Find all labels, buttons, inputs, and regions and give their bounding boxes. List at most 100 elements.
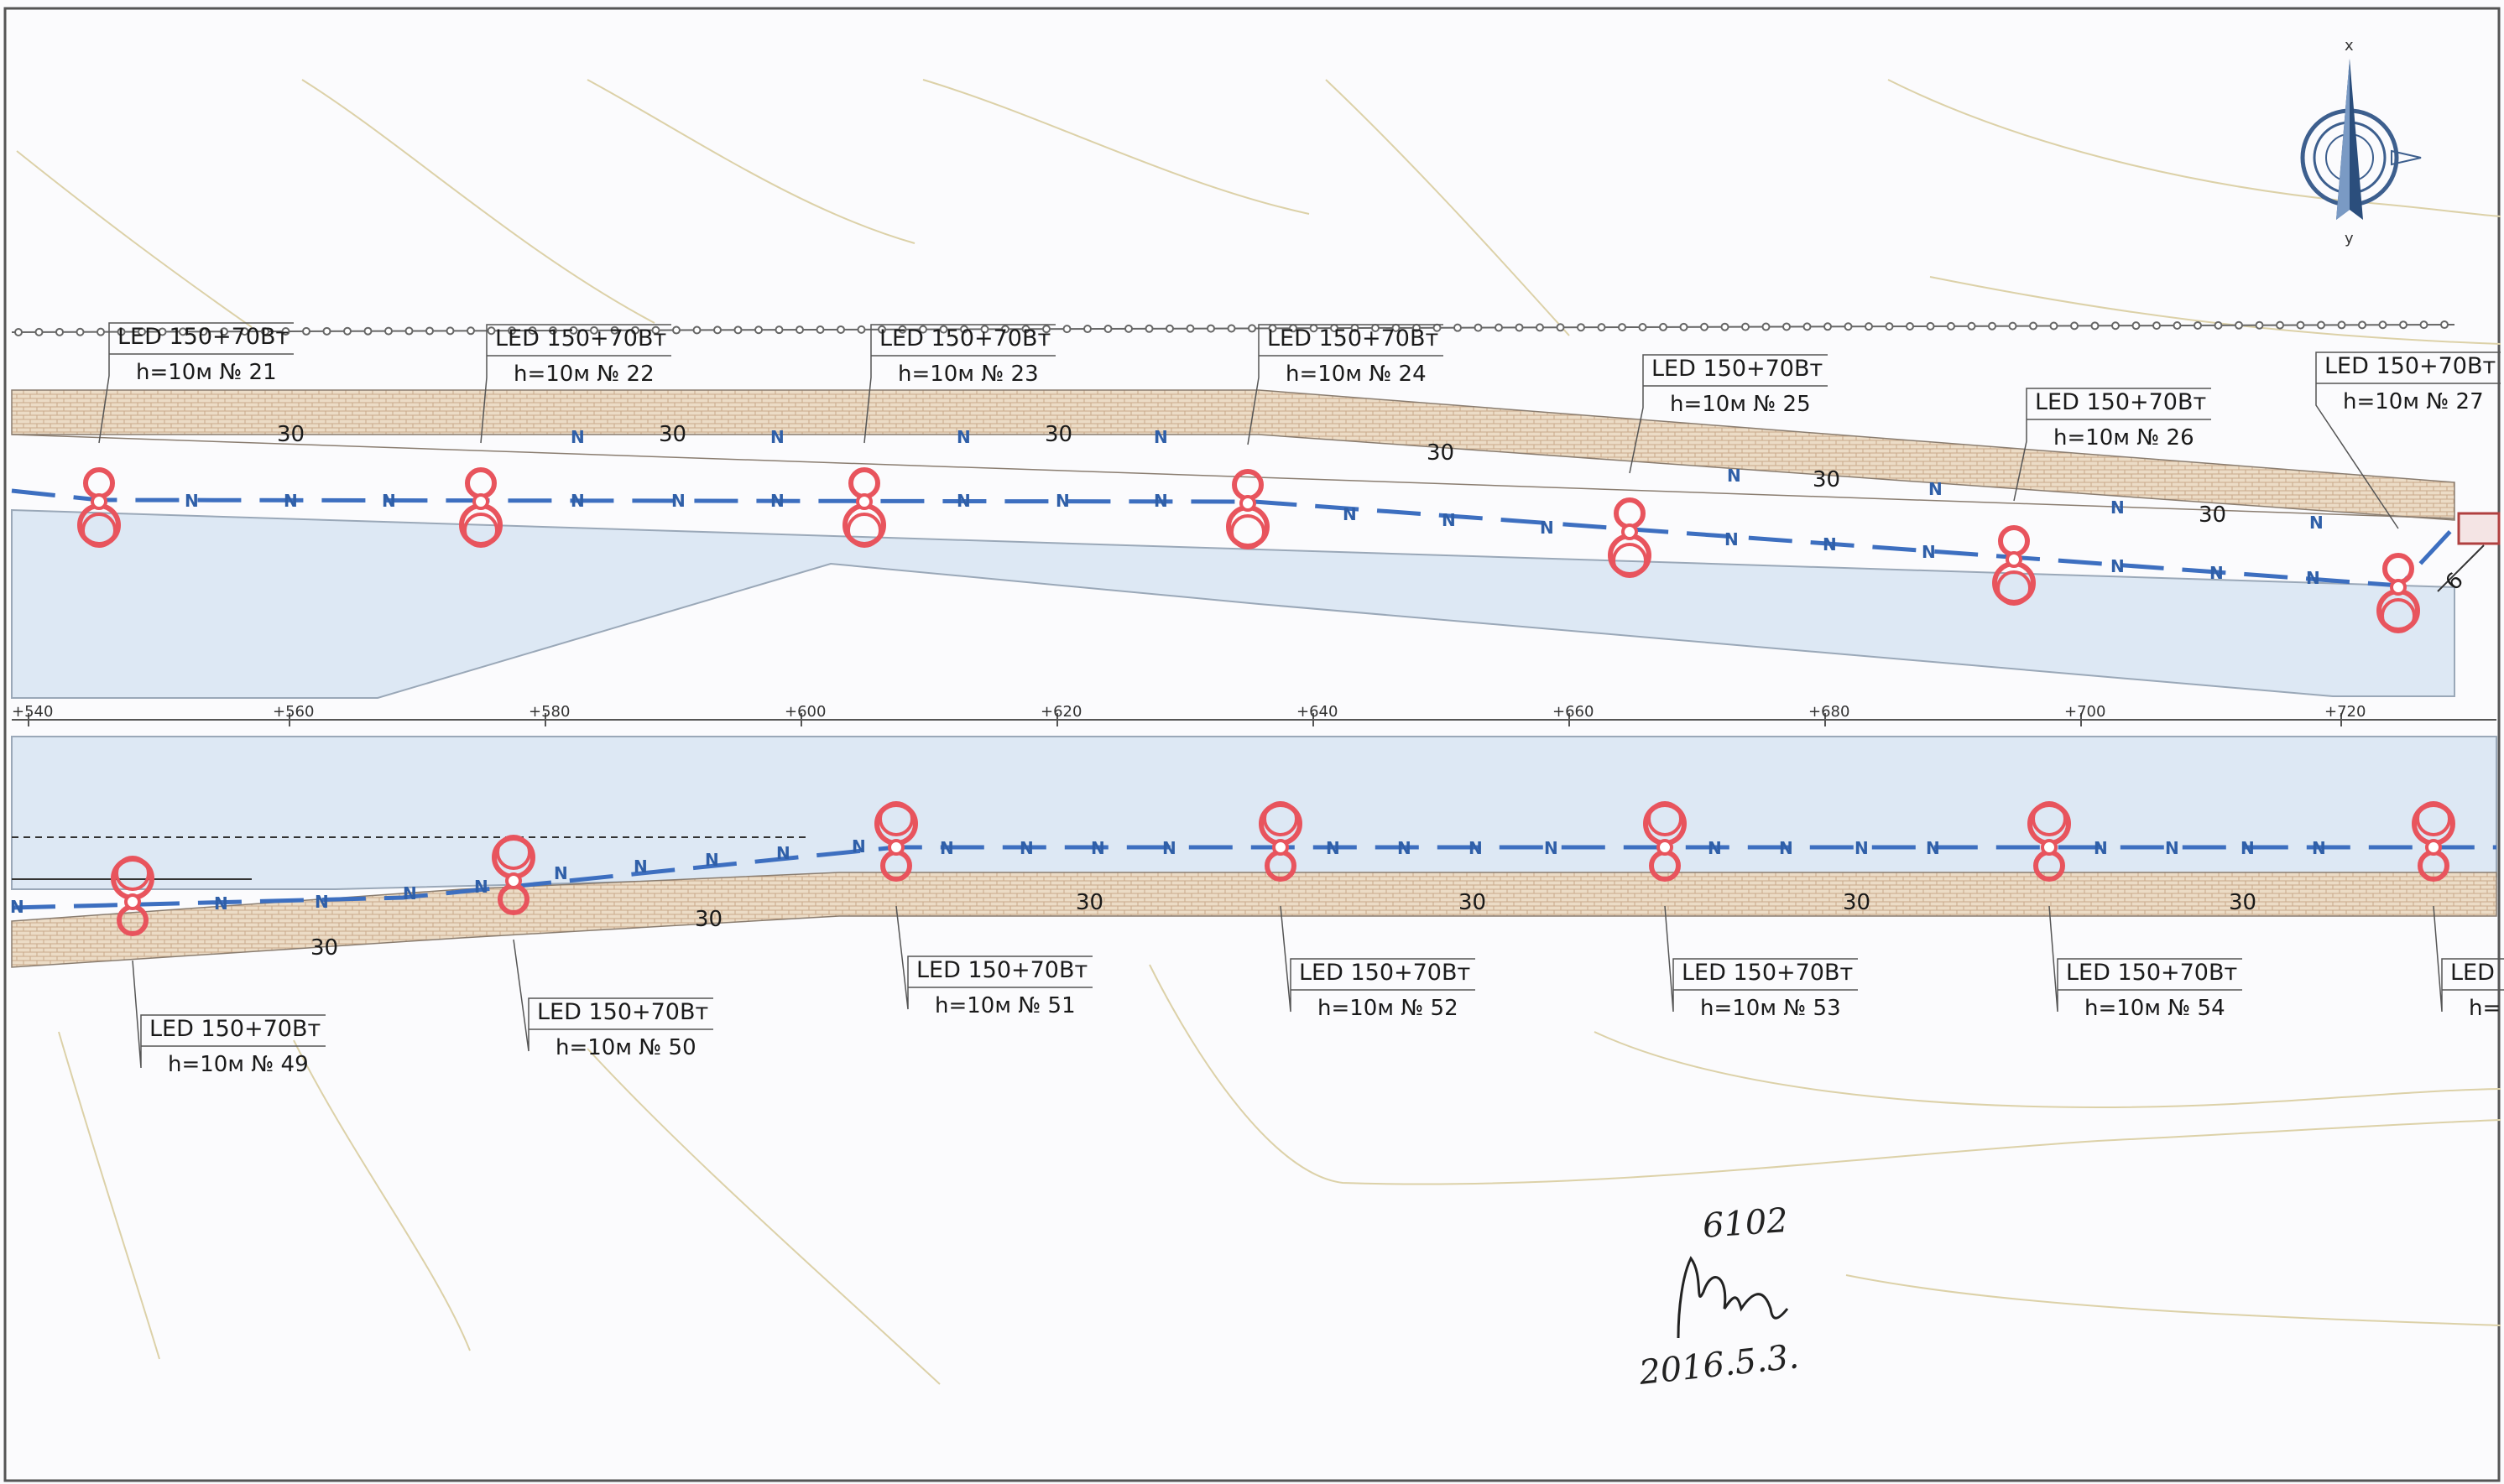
pole-type: LED 150+70Вт (1299, 960, 1470, 986)
fence-post (1042, 325, 1051, 334)
cable-marker: N (2241, 838, 2255, 858)
fence-post (1515, 323, 1524, 332)
cable-marker: N (2306, 568, 2320, 588)
spacing-label: 30 (1813, 467, 1840, 492)
fence-post (281, 326, 290, 336)
pole-type: LED (2450, 960, 2495, 986)
fence-post (1227, 324, 1236, 333)
station-label: +680 (1808, 703, 1849, 721)
north-arrow-icon: x y (2300, 37, 2422, 247)
fence-post (363, 326, 373, 336)
fence-post (775, 325, 784, 335)
fence-post (569, 325, 578, 335)
cable-marker: N (1154, 491, 1168, 511)
fence-post (2276, 320, 2284, 330)
station-label: +620 (1041, 703, 1082, 721)
north-arrow-x-label: x (2345, 37, 2354, 55)
pole-height-number: h=10м № 22 (514, 362, 655, 387)
cable-marker: N (2110, 556, 2125, 576)
fence-post (2090, 321, 2100, 331)
pole-height-number: h=10м № 25 (1670, 392, 1811, 417)
fence-post (1700, 322, 1708, 331)
fence-post (878, 325, 886, 334)
fence-post (1802, 322, 1812, 331)
station-label: +540 (12, 703, 53, 721)
pole-type: LED 150+70Вт (2035, 389, 2206, 415)
fence-post (2337, 320, 2346, 330)
pole-51 (874, 801, 918, 882)
pole-26 (1992, 525, 2036, 606)
fence-post (2440, 320, 2449, 330)
fence-post (1474, 323, 1483, 332)
cable-marker: N (1540, 518, 1554, 538)
cable-marker: N (1855, 838, 1869, 858)
fence-post (2070, 321, 2079, 331)
pole-type: LED 150+70Вт (916, 957, 1088, 983)
pole-height-number: h=10м № 51 (935, 993, 1076, 1018)
pole-height-number: h=10м № 49 (168, 1052, 309, 1077)
fence-post (1926, 321, 1935, 331)
fence-post (610, 325, 619, 335)
fence-post (1947, 321, 1955, 331)
spacing-label: 30 (1427, 440, 1454, 466)
fence-post (549, 326, 557, 336)
spacing-label: 30 (310, 935, 338, 961)
signature-icon (1677, 1256, 1789, 1339)
cable-marker: N (1442, 510, 1456, 530)
fence-post (14, 327, 23, 336)
pole-type: LED 150+70Вт (495, 325, 666, 351)
station-label: +660 (1552, 703, 1594, 721)
cable-marker: N (705, 850, 719, 870)
fence-post (425, 326, 434, 336)
pole-54 (2027, 801, 2071, 882)
fence-post (2358, 320, 2366, 330)
fence-post (1495, 323, 1503, 332)
cable-marker: N (315, 892, 329, 912)
bottom-cable (11, 845, 2496, 910)
pole-type: LED 150+70Вт (2324, 353, 2496, 379)
fence-post (220, 327, 228, 336)
fence-post (2296, 320, 2305, 330)
station-label: +720 (2324, 703, 2366, 721)
pole-type: LED 150+70Вт (1682, 960, 1853, 986)
fence-post (2111, 321, 2120, 331)
fence-post (158, 327, 167, 336)
cable-marker: N (1708, 838, 1722, 858)
pole-height-number: h=10м № 50 (556, 1035, 696, 1060)
cable-marker: N (1544, 838, 1558, 858)
fence-post (939, 325, 948, 334)
fence-post (404, 326, 414, 336)
fence-post (343, 326, 352, 336)
fence-post (960, 325, 968, 334)
cable-marker: N (284, 491, 298, 511)
cable-marker: N (770, 491, 785, 511)
station-label: +580 (529, 703, 570, 721)
cable-marker: N (1162, 838, 1176, 858)
cable-marker: N (1468, 838, 1483, 858)
fence-post (2029, 321, 2037, 331)
cable-marker: N (1779, 838, 1793, 858)
fence-post (76, 327, 85, 336)
spacing-label: 30 (277, 422, 305, 447)
pole-next (2412, 801, 2455, 882)
spacing-label: 30 (1045, 422, 1072, 447)
fence-post (754, 325, 763, 335)
cable-marker: N (2110, 497, 2125, 518)
cable-marker: N (1926, 838, 1940, 858)
fence-post (713, 325, 722, 335)
fence-post (1679, 322, 1688, 331)
cable-marker: N (957, 427, 971, 447)
fence-post (1021, 325, 1030, 334)
fence-post (1248, 324, 1256, 333)
fence-post (1062, 325, 1072, 334)
pole-height-number: h=10м № 54 (2084, 996, 2225, 1021)
